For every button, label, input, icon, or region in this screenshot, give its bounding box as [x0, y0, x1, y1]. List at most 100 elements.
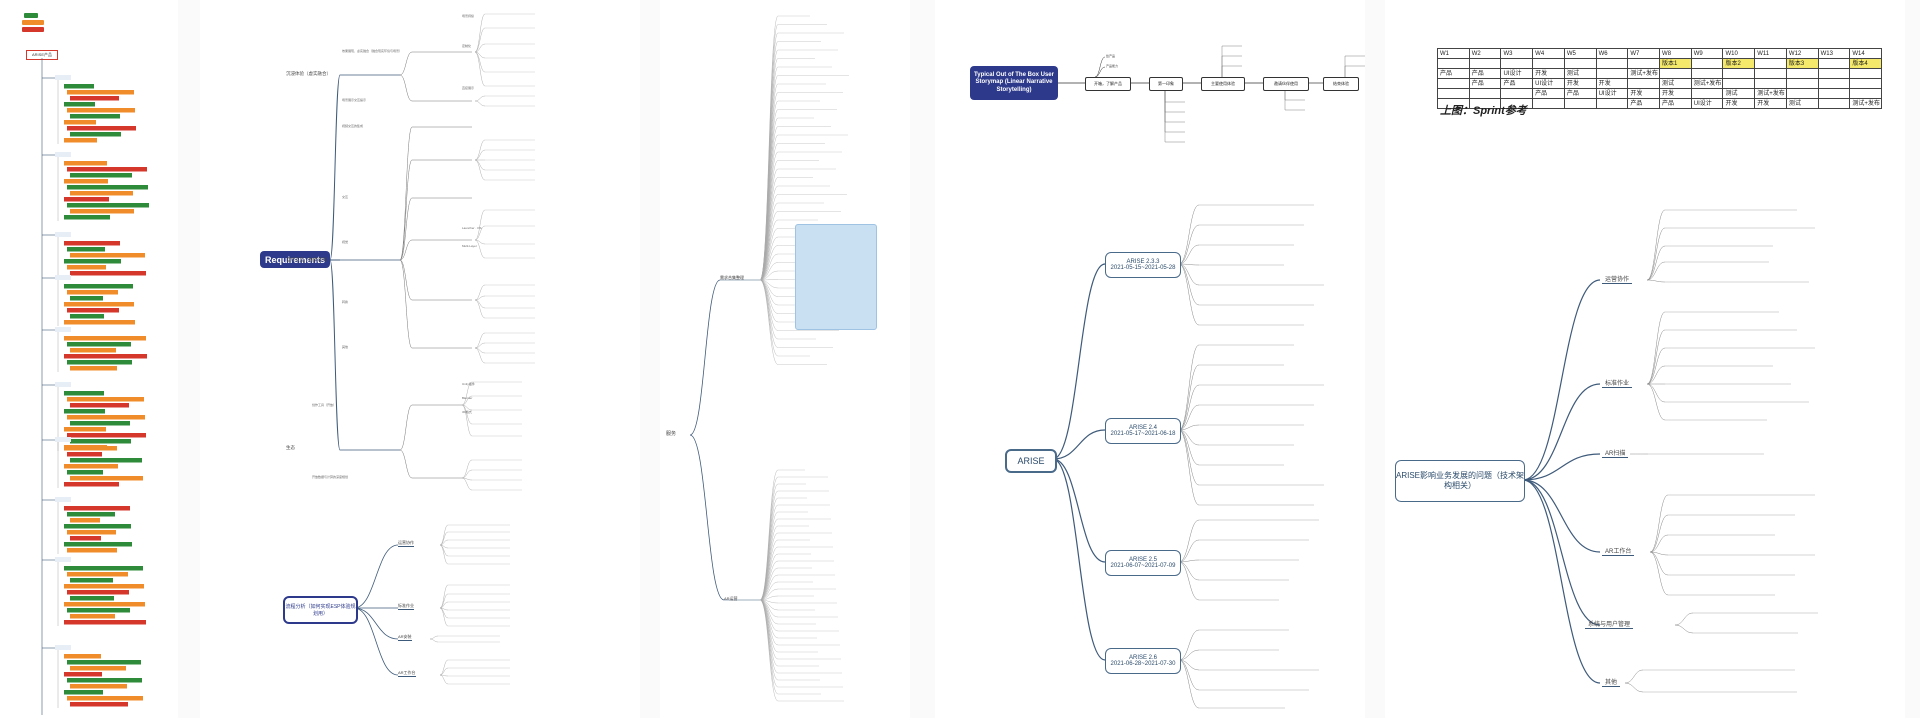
- table-cell: [1818, 79, 1851, 89]
- connector: [474, 299, 486, 309]
- connector: [461, 477, 473, 491]
- connector: [1178, 561, 1200, 581]
- outline-tree: [41, 58, 149, 715]
- influence-branch[interactable]: AR扫描: [1602, 448, 1629, 458]
- connector: [439, 593, 449, 609]
- middle-tree: [689, 15, 849, 702]
- connector: [1646, 261, 1666, 281]
- outline-group: [55, 497, 71, 502]
- table-cell: [1438, 79, 1470, 89]
- outline-item: [70, 253, 145, 258]
- storymap-step[interactable]: 第一印象: [1149, 77, 1183, 91]
- storymap-step[interactable]: 邀请伙伴使用: [1263, 77, 1309, 91]
- middle-root[interactable]: 服务: [666, 431, 677, 437]
- outline-item: [64, 215, 110, 220]
- table-cell: 测试: [1723, 89, 1756, 99]
- outline-item: [70, 458, 142, 463]
- table-cell: [1564, 99, 1597, 109]
- arise-release-3[interactable]: ARISE 2.5 2021-06-07~2021-07-09: [1105, 550, 1181, 576]
- connector: [1646, 311, 1666, 385]
- influence-branch[interactable]: 运营协作: [1602, 274, 1633, 284]
- storymap-step[interactable]: 结束体验: [1323, 77, 1359, 91]
- branch-ecosystem[interactable]: 生态: [286, 445, 295, 450]
- table-cell: [1596, 59, 1629, 69]
- connector: [474, 159, 486, 171]
- table-cell: 测试+发布: [1850, 99, 1883, 109]
- middle-child[interactable]: 需求合集整理: [720, 275, 744, 280]
- branch-natural[interactable]: 自然交互（触摸识别）: [286, 257, 331, 262]
- req-leaf: 定制化: [462, 44, 472, 48]
- connector: [474, 332, 486, 349]
- req-leaf: 其他: [342, 345, 349, 349]
- outline-item: [67, 342, 131, 347]
- arise-release-4[interactable]: ARISE 2.6 2021-06-28~2021-07-30: [1105, 648, 1181, 674]
- storymap-child: 给产品: [1106, 54, 1116, 58]
- connector: [1178, 263, 1200, 266]
- storymap-panel: Typical Out of The Box User Storymap (Li…: [935, 0, 1365, 718]
- branch-immersive[interactable]: 沉浸体验（虚实融合）: [286, 71, 331, 76]
- connector: [759, 279, 779, 365]
- outline-item: [70, 536, 101, 541]
- outline-item: [64, 446, 117, 451]
- outline-item: [64, 179, 108, 184]
- storymap-root[interactable]: Typical Out of The Box User Storymap (Li…: [970, 66, 1058, 100]
- req-leaf: 交互: [342, 195, 349, 199]
- connector: [759, 490, 779, 601]
- table-cell: 版本3: [1786, 59, 1819, 69]
- flow-child[interactable]: AR安装: [398, 634, 412, 641]
- table-cell: [1818, 89, 1851, 99]
- flow-child[interactable]: 标准作业: [398, 603, 414, 610]
- outline-item: [64, 620, 146, 625]
- connector: [1522, 383, 1601, 481]
- table-cell: [1501, 89, 1534, 99]
- outline-item: [67, 548, 117, 553]
- arise-release-2[interactable]: ARISE 2.4 2021-05-17~2021-06-18: [1105, 418, 1181, 444]
- connector: [399, 404, 413, 451]
- connector: [474, 209, 486, 241]
- outline-item: [70, 439, 131, 444]
- req-leaf: Launcher · OS: [462, 226, 482, 230]
- connector: [1649, 534, 1669, 553]
- outline-item: [70, 271, 146, 276]
- connector: [1646, 279, 1666, 283]
- connector: [759, 143, 779, 281]
- storymap-step[interactable]: 开箱，了解产品: [1085, 77, 1131, 91]
- flow-child[interactable]: 运营协作: [398, 540, 414, 547]
- table-cell: 产品: [1533, 89, 1565, 99]
- flow-analysis-root[interactable]: 流程分析（如何实现ESP体验规划用）: [283, 596, 358, 624]
- arise-root[interactable]: ARISE: [1005, 449, 1057, 473]
- connector: [1646, 245, 1666, 281]
- outline-item: [64, 120, 96, 125]
- connector: [1344, 65, 1365, 77]
- influence-root[interactable]: ARISE影响业务发展的问题（技术架构相关）: [1395, 460, 1525, 502]
- influence-branch[interactable]: 其他: [1602, 677, 1621, 687]
- middle-child[interactable]: AR运营: [724, 596, 738, 601]
- connector: [474, 51, 486, 59]
- outline-item: [67, 126, 136, 131]
- connector: [474, 239, 486, 259]
- outline-item: [64, 241, 120, 246]
- outline-item: [70, 421, 130, 426]
- table-cell: UI设计: [1691, 99, 1724, 109]
- outline-item: [67, 90, 134, 95]
- influence-branch[interactable]: AR工作台: [1602, 546, 1635, 556]
- connector: [439, 607, 449, 627]
- table-cell: 测试+发布: [1628, 69, 1661, 79]
- requirements-root[interactable]: Requirements: [260, 251, 330, 268]
- connector: [1646, 329, 1666, 385]
- table-cell: [1438, 99, 1470, 109]
- table-cell: [1628, 79, 1661, 89]
- connector: [1178, 429, 1200, 506]
- outline-item: [64, 506, 130, 511]
- connector: [759, 219, 779, 281]
- influence-branch[interactable]: 系统与用户管理: [1585, 619, 1634, 629]
- connector: [439, 667, 449, 676]
- connector: [759, 599, 779, 695]
- influence-branch[interactable]: 标准作业: [1602, 378, 1633, 388]
- arise-release-1[interactable]: ARISE 2.3.3 2021-05-15~2021-05-28: [1105, 252, 1181, 278]
- storymap-step[interactable]: 主要使用体验: [1201, 77, 1245, 91]
- flow-child[interactable]: AR工作台: [398, 670, 416, 677]
- connector: [1649, 551, 1669, 596]
- connector: [1522, 479, 1601, 553]
